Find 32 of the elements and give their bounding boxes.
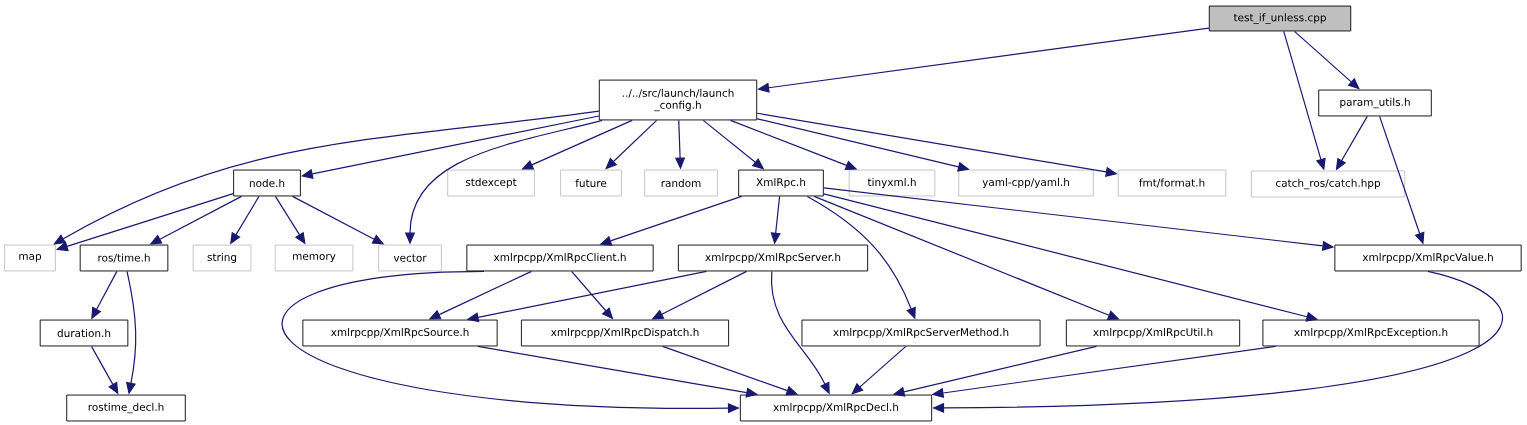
- system-header-box: yaml-cpp/yaml.h: [958, 169, 1094, 197]
- header-file-box: param_utils.h: [1318, 89, 1432, 117]
- header-file-box: xmlrpcpp/XmlRpcClient.h: [466, 244, 654, 272]
- arrow: [605, 119, 658, 170]
- header-file-box: ../../src/launch/launch _config.h: [598, 79, 758, 121]
- header-file-box: xmlrpcpp/XmlRpcException.h: [1262, 319, 1480, 347]
- header-file-box: xmlrpcpp/XmlRpcDispatch.h: [520, 319, 730, 347]
- arrow: [53, 110, 600, 245]
- system-header-box: future: [560, 169, 622, 197]
- system-header-box: stdexcept: [447, 169, 535, 197]
- header-file-box: xmlrpcpp/XmlRpcSource.h: [302, 319, 498, 347]
- system-header-box: map: [4, 244, 56, 272]
- system-header-box: tinyxml.h: [848, 169, 936, 197]
- system-header-box: random: [644, 169, 718, 197]
- header-file-box: xmlrpcpp/XmlRpcValue.h: [1334, 244, 1522, 272]
- header-file-box: xmlrpcpp/XmlRpcUtil.h: [1065, 319, 1241, 347]
- system-header-box: catch_ros/catch.hpp: [1250, 170, 1406, 198]
- header-file-box: ros/time.h: [79, 244, 169, 272]
- source-file-box: test_if_unless.cpp: [1208, 5, 1352, 32]
- header-file-box: rostime_decl.h: [66, 394, 186, 422]
- arrow: [1293, 30, 1360, 90]
- header-file-box: XmlRpc.h: [738, 169, 824, 197]
- system-header-box: vector: [378, 244, 442, 272]
- header-file-box: node.h: [233, 169, 301, 197]
- header-file-box: xmlrpcpp/XmlRpcServerMethod.h: [801, 319, 1041, 347]
- system-header-box: memory: [274, 244, 354, 272]
- header-file-box: xmlrpcpp/XmlRpcDecl.h: [739, 394, 933, 422]
- system-header-box: fmt/format.h: [1117, 169, 1227, 197]
- arrow: [851, 345, 907, 395]
- header-file-box: xmlrpcpp/XmlRpcServer.h: [677, 244, 869, 272]
- system-header-box: string: [192, 244, 252, 272]
- header-file-box: duration.h: [39, 319, 129, 347]
